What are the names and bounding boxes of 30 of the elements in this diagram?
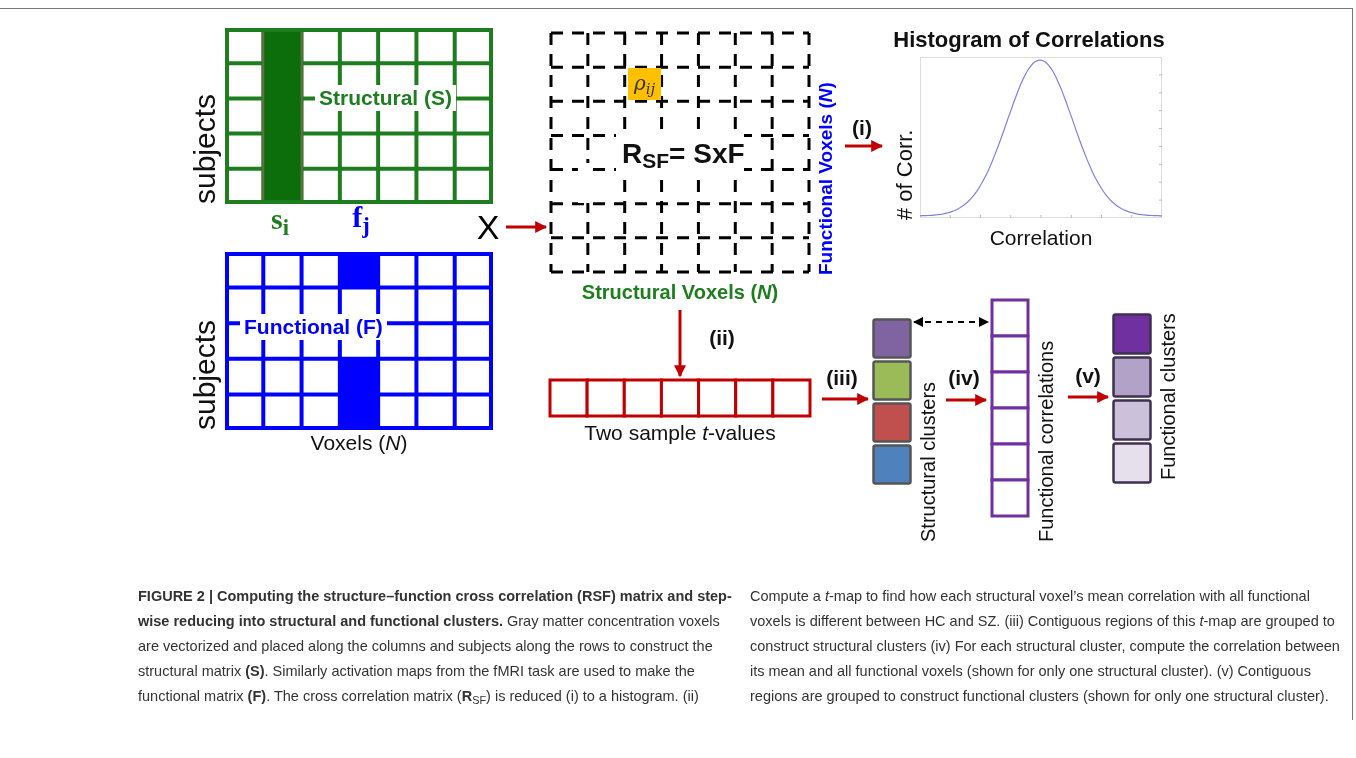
functional-correlation-column	[990, 298, 1030, 518]
axis-label: Structural Voxels (N)	[580, 280, 780, 305]
axis-label: # of Corr.	[891, 128, 918, 220]
axis-label: Functional Voxels (N)	[814, 81, 837, 275]
axis-label: Correlation	[988, 225, 1094, 251]
matrix-element-label: ρ$_{ij}$	[628, 68, 661, 100]
arrow	[506, 221, 548, 233]
axis-label: subjects	[187, 92, 222, 204]
t-value-vector	[548, 378, 812, 418]
arrow	[1068, 391, 1110, 403]
axis-label: subjects	[187, 318, 222, 430]
vector-label: Two sample t-values	[583, 420, 777, 446]
column-label: s$_{i}$	[270, 201, 290, 238]
arrow	[913, 317, 989, 327]
matrix-label: Structural (S)	[315, 85, 456, 111]
functional-cluster-column	[1112, 313, 1152, 485]
formula-label: R$_{SF}$= SxF	[622, 137, 745, 174]
structural-cluster-column	[872, 318, 912, 486]
axis-label: Voxels (N)	[309, 430, 409, 456]
column-label: f$_{j}$	[351, 199, 371, 236]
arrow	[822, 393, 870, 405]
multiply-sign: X	[475, 207, 501, 248]
arrow	[845, 140, 884, 152]
column-label: Structural clusters	[916, 380, 940, 542]
arrow	[674, 310, 686, 378]
chart-title: Histogram of Correlations	[892, 26, 1166, 54]
column-label: Functional correlations	[1034, 339, 1058, 542]
column-label: Functional clusters	[1156, 312, 1180, 480]
matrix-label: Functional (F)	[240, 314, 387, 340]
arrow	[946, 394, 988, 406]
